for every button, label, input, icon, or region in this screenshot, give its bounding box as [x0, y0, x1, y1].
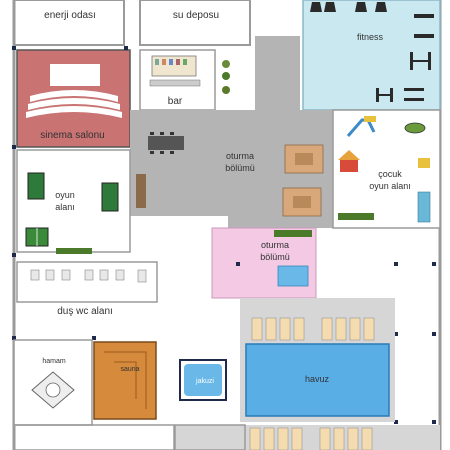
playhouse-icon [338, 150, 360, 172]
plant-row-icon [338, 213, 374, 220]
game-area [16, 149, 131, 254]
bar-shelf-icon [149, 55, 201, 87]
trampoline-icon [404, 122, 426, 134]
dining-table [148, 132, 184, 154]
pillars [12, 46, 436, 424]
label-hamam: hamam [42, 358, 66, 365]
climbing-frame-icon [417, 191, 431, 223]
pink-lounge [211, 227, 317, 299]
plant-icon [222, 60, 230, 94]
rocking-horse-icon [418, 158, 430, 168]
pool-water [245, 343, 390, 417]
label-lounge-pink-2: bölümü [260, 252, 290, 262]
top-rooms [13, 0, 251, 46]
urinal-icons [30, 269, 147, 283]
sofa-set-2 [282, 187, 322, 217]
lounge-sofa [277, 265, 309, 287]
hamam-room [13, 339, 93, 426]
fitness-area [302, 0, 441, 111]
label-fitness: fitness [356, 32, 383, 42]
label-pool: havuz [304, 374, 330, 384]
sunbeds-top [251, 317, 375, 341]
label-lounge-pink-1: oturma [260, 240, 289, 250]
sunbeds-bottom [175, 425, 440, 450]
label-cinema: sinema salonu [40, 130, 105, 141]
cinema-seats [26, 90, 122, 118]
label-games-1: oyun [55, 190, 75, 200]
kids-area [332, 109, 441, 229]
label-lounge-main-2: bölümü [225, 163, 255, 173]
label-kids-1: çocuk [378, 169, 402, 179]
jacuzzi [179, 359, 227, 401]
shower-wc [16, 261, 158, 303]
label-lounge-main-1: oturma [225, 151, 254, 161]
label-water-tank: su deposu [172, 10, 220, 21]
label-shower-wc: duş wc alanı [57, 306, 113, 317]
billiard-table-1 [27, 172, 45, 200]
bar-room [139, 49, 230, 111]
label-games-2: alanı [55, 202, 75, 212]
label-kids-2: oyun alanı [369, 181, 411, 191]
hamam-stone-icon [31, 371, 75, 409]
billiard-table-2 [101, 182, 119, 212]
weights-icon [310, 2, 434, 102]
sideboard [136, 174, 146, 208]
sofa-set-1 [284, 144, 324, 174]
cinema-room [16, 49, 131, 148]
label-sauna: sauna [120, 366, 140, 373]
plant-row-icon [274, 230, 312, 237]
label-energy-room: enerji odası [44, 10, 96, 21]
pool-deck [240, 298, 395, 422]
main-lounge [130, 36, 338, 228]
cinema-screen [50, 64, 100, 86]
plant-row-icon [56, 248, 92, 254]
label-bar: bar [167, 96, 183, 107]
slide-icon [346, 116, 376, 137]
label-jacuzzi: jakuzi [196, 378, 214, 385]
bottom-frame [13, 424, 246, 450]
sauna-room [93, 341, 157, 420]
